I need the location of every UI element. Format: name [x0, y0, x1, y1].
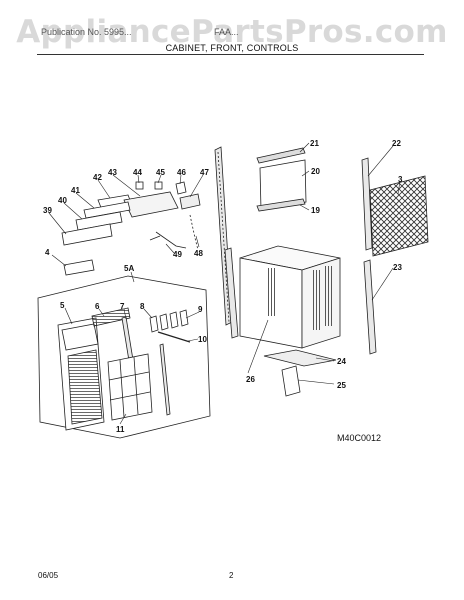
callout: 42: [93, 173, 102, 182]
section-title: CABINET, FRONT, CONTROLS: [165, 43, 299, 53]
part-19-rail: [256, 198, 306, 212]
part-callouts: 21 22 20 3 19 42 43 44 45 46 47 41 40 39…: [43, 139, 403, 434]
part-49-cord: [149, 231, 187, 249]
part-45-knob: [154, 181, 163, 190]
part-43-bracket: [123, 191, 179, 218]
callout: 40: [58, 196, 67, 205]
callout: 23: [393, 263, 402, 272]
part-22-strip: [361, 157, 373, 251]
part-44-knob: [135, 181, 144, 190]
callout: 45: [156, 168, 165, 177]
part-10-rod: [157, 331, 191, 343]
header-publication: Publication No. 5995...: [41, 27, 132, 37]
callout: 44: [133, 168, 142, 177]
part-25-bracket: [281, 365, 301, 397]
callout: 47: [200, 168, 209, 177]
cabinet-housing: [239, 245, 341, 349]
callout: 9: [198, 305, 203, 314]
callout: 22: [392, 139, 401, 148]
part-6-vent: [91, 307, 131, 327]
front-assembly-outline: [37, 275, 211, 439]
callout: 20: [311, 167, 320, 176]
part-20-panel: [259, 159, 307, 211]
part-5-front-grille: [57, 317, 105, 431]
callout: 26: [246, 375, 255, 384]
part-23-strip: [363, 259, 377, 355]
footer-page-number: 2: [229, 571, 234, 580]
callout: 19: [311, 206, 320, 215]
part-10-strip: [159, 343, 171, 416]
part-3-mesh-filter: [369, 175, 429, 257]
callout: 39: [43, 206, 52, 215]
callout: 41: [71, 186, 80, 195]
part-21-rail: [256, 147, 306, 164]
watermark: AppliancePartsPros.com: [16, 14, 448, 50]
part-41-plate: [83, 201, 131, 219]
callout: 48: [194, 249, 203, 258]
callout: 43: [108, 168, 117, 177]
callout: 6: [95, 302, 100, 311]
callout: 46: [177, 168, 186, 177]
callout: 21: [310, 139, 319, 148]
callout: 5: [60, 301, 65, 310]
footer-date: 06/05: [38, 571, 59, 580]
part-9-louvers: [149, 309, 189, 333]
part-47-cylinder: [179, 193, 201, 210]
part-26-strip: [224, 247, 239, 339]
callout: 10: [198, 335, 207, 344]
header-rule: [37, 54, 424, 55]
diagram-code: M40C0012: [337, 433, 382, 443]
callout: 4: [45, 248, 50, 257]
part-24-rail: [263, 349, 337, 367]
callout: 49: [173, 250, 182, 259]
part-39-panel: [61, 223, 113, 246]
callout: 3: [398, 175, 403, 184]
part-11-filter: [107, 353, 153, 421]
callout: 11: [116, 425, 125, 434]
callout: 7: [120, 302, 125, 311]
part-46-part: [175, 181, 187, 195]
header-model: FAA...: [214, 27, 239, 37]
part-4-panel: [63, 259, 95, 276]
part-40-plate: [75, 211, 123, 231]
callout: 24: [337, 357, 346, 366]
callout: 25: [337, 381, 346, 390]
callout: 8: [140, 302, 145, 311]
callout: 5A: [124, 264, 134, 273]
